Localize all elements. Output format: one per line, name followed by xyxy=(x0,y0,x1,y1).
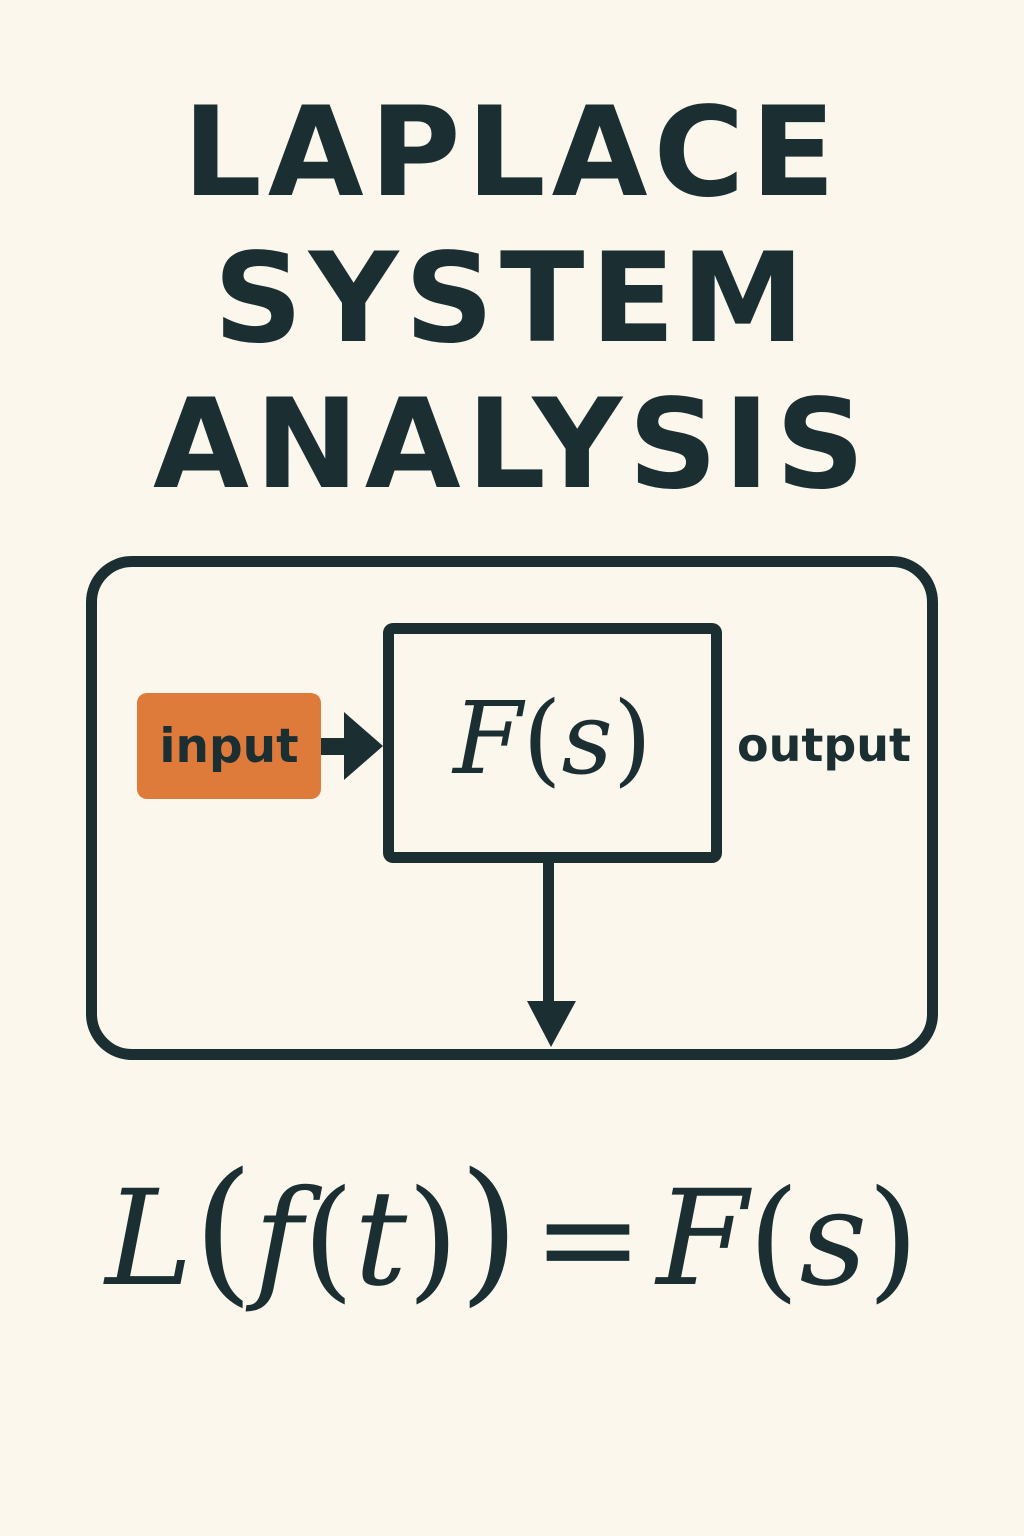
transfer-function-block: F(s) xyxy=(383,623,722,863)
page-title: LAPLACE SYSTEM ANALYSIS xyxy=(0,80,1024,518)
laplace-operator-symbol: L xyxy=(105,1162,193,1316)
inner-function-symbol: f xyxy=(253,1162,303,1316)
result-function-symbol: F xyxy=(656,1162,749,1316)
time-variable-symbol: t xyxy=(354,1162,408,1316)
output-label: output xyxy=(737,718,912,772)
result-variable-symbol: s xyxy=(799,1162,868,1316)
input-label: input xyxy=(159,718,299,774)
block-function-symbol: F xyxy=(453,679,523,797)
title-line-3: ANALYSIS xyxy=(153,373,871,517)
title-line-1: LAPLACE xyxy=(182,81,842,225)
input-arrow xyxy=(321,712,383,780)
block-variable-symbol: s xyxy=(561,679,613,797)
title-line-2: SYSTEM xyxy=(213,227,811,371)
system-boundary-frame xyxy=(86,556,938,1060)
laplace-equation: L(f(t)) = F(s) xyxy=(105,1139,919,1321)
input-node: input xyxy=(137,693,321,799)
transfer-function-label: F(s) xyxy=(453,679,652,797)
feedback-arrow xyxy=(527,860,576,1047)
